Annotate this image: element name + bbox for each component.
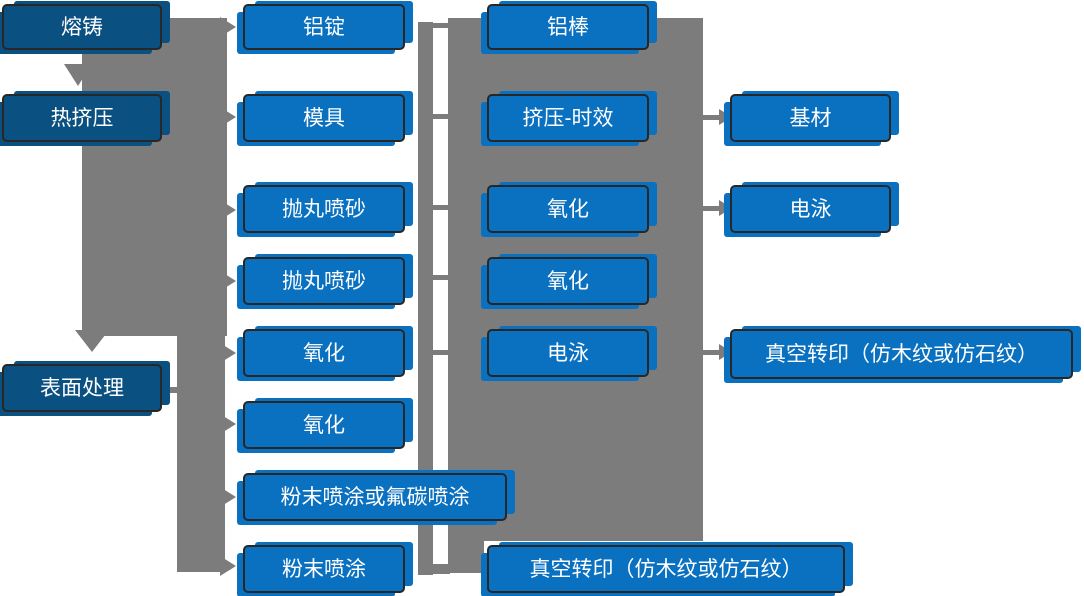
node-shot-blasting-2: 抛丸喷砂: [243, 257, 405, 305]
node-label: 挤压-时效: [522, 106, 614, 130]
arrow-into-aluminum-ingot-icon: [220, 17, 236, 37]
connector-tick-row5: [433, 350, 448, 355]
node-shot-blasting-1: 抛丸喷砂: [243, 185, 405, 233]
node-base-material: 基材: [730, 94, 891, 142]
node-melting-casting: 熔铸: [2, 4, 162, 50]
connector-line-to-electrophoresis: [703, 206, 720, 211]
arrow-down-extrusion-to-surface-icon: [75, 330, 109, 352]
connector-tick-row2: [433, 114, 448, 119]
node-label: 模具: [303, 106, 345, 130]
arrow-into-vacuum-transfer-icon: [719, 344, 732, 360]
node-label: 抛丸喷砂: [282, 269, 366, 293]
node-label: 基材: [789, 106, 832, 130]
node-vacuum-transfer-2: 真空转印（仿木纹或仿石纹）: [730, 329, 1073, 379]
arrow-into-electrophoresis-icon: [719, 200, 732, 216]
arrow-down-melting-to-extrusion-icon: [64, 64, 92, 86]
connector-bar-left-lower: [177, 336, 225, 572]
connector-trunk-left: [82, 18, 227, 336]
arrow-into-mold-icon: [220, 107, 236, 127]
node-label: 氧化: [303, 413, 345, 437]
connector-line-to-base-material: [703, 115, 720, 120]
node-mold: 模具: [243, 94, 405, 142]
node-label: 氧化: [303, 341, 345, 365]
node-powder-or-fluorocarbon-coating: 粉末喷涂或氟碳喷涂: [243, 473, 507, 521]
connector-line-to-vacuum-transfer: [703, 350, 720, 355]
node-electrophoresis-1: 电泳: [487, 329, 649, 377]
connector-tick-row1: [433, 23, 448, 28]
node-oxidation-3: 氧化: [487, 185, 649, 233]
node-vacuum-transfer-1: 真空转印（仿木纹或仿石纹）: [487, 545, 845, 593]
node-oxidation-4: 氧化: [487, 257, 649, 305]
node-label: 真空转印（仿木纹或仿石纹）: [765, 342, 1038, 366]
node-aluminum-ingot: 铝锭: [243, 4, 405, 50]
node-aluminum-rod: 铝棒: [487, 4, 649, 50]
node-label: 真空转印（仿木纹或仿石纹）: [529, 557, 803, 581]
node-extrusion-aging: 挤压-时效: [487, 94, 649, 142]
node-label: 电泳: [789, 197, 832, 221]
node-electrophoresis-2: 电泳: [730, 185, 891, 233]
node-surface-treatment: 表面处理: [2, 364, 162, 412]
arrow-into-base-material-icon: [719, 109, 732, 125]
node-label: 铝锭: [303, 15, 345, 39]
connector-tick-row4: [433, 275, 448, 280]
node-label: 电泳: [547, 341, 589, 365]
node-label: 氧化: [547, 197, 589, 221]
connector-tick-row3: [433, 205, 448, 210]
arrow-into-oxidation-2-icon: [220, 414, 236, 434]
arrow-into-powder-coating-icon: [220, 556, 236, 576]
node-hot-extrusion: 热挤压: [2, 94, 162, 142]
node-label: 抛丸喷砂: [282, 197, 366, 221]
connector-trunk-right-ext: [448, 541, 484, 573]
node-powder-coating: 粉末喷涂: [243, 545, 405, 593]
node-label: 氧化: [547, 269, 589, 293]
connector-tick-bottom: [430, 564, 450, 574]
node-label: 粉末喷涂或氟碳喷涂: [280, 485, 470, 509]
connector-surface-treatment-link: [161, 387, 179, 393]
arrow-into-shot-blasting-2-icon: [220, 271, 236, 291]
connector-bar-middle: [418, 22, 433, 575]
node-label: 铝棒: [547, 15, 589, 39]
arrow-into-shot-blasting-1-icon: [220, 200, 236, 220]
arrow-into-oxidation-1-icon: [220, 343, 236, 363]
node-label: 热挤压: [50, 106, 114, 130]
node-oxidation-1: 氧化: [243, 329, 405, 377]
node-oxidation-2: 氧化: [243, 401, 405, 449]
node-label: 表面处理: [40, 376, 124, 400]
arrow-into-fluorocarbon-icon: [220, 487, 236, 507]
node-label: 熔铸: [61, 15, 103, 39]
node-label: 粉末喷涂: [282, 557, 366, 581]
